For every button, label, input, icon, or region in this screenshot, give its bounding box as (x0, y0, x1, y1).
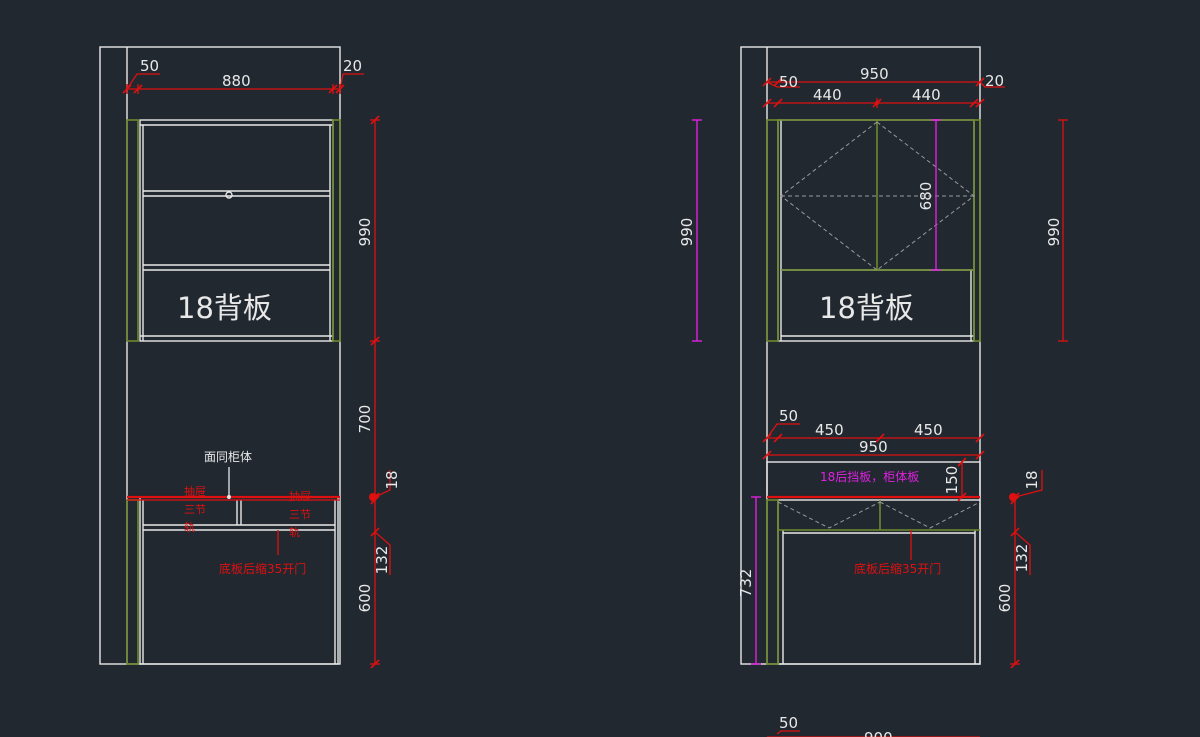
right-magenta-dimensions (692, 119, 941, 665)
left-dim-600: 600 (356, 584, 374, 613)
right-dim-440-right: 440 (912, 86, 941, 104)
left-dim-20: 20 (343, 57, 362, 75)
right-dim-450-left: 450 (815, 421, 844, 439)
left-dimensions (122, 73, 391, 669)
left-drawer-note-line1: 抽屉 (184, 484, 206, 498)
right-dim-node (1009, 493, 1017, 501)
left-note-bottom: 底板后缩35开门 (219, 561, 306, 576)
right-dim-990-right: 990 (1045, 218, 1063, 247)
right-door-swing-lines (777, 121, 981, 529)
right-lower-cabinet (777, 499, 981, 665)
left-lower-cabinet (139, 496, 339, 665)
right-dimensions (762, 77, 1068, 737)
right-dim-20: 20 (985, 72, 1004, 90)
left-note-flush: 面同柜体 (204, 450, 252, 464)
right-dim-680: 680 (917, 182, 935, 211)
right-dim-150: 150 (943, 466, 961, 495)
left-drawer-note-line2: 三节 (184, 503, 206, 516)
right-note-panel: 18后挡板，柜体板 (820, 470, 919, 484)
right-dim-600: 600 (996, 584, 1014, 613)
right-dim-50-top: 50 (779, 73, 798, 91)
left-dim-880: 880 (222, 72, 251, 90)
right-dim-732: 732 (737, 569, 755, 598)
right-dim-950-top: 950 (860, 65, 889, 83)
right-dim-900-bottom: 900 (864, 729, 893, 737)
left-side-panels (126, 119, 341, 665)
left-handle-dot (225, 191, 233, 199)
right-dim-50-mid: 50 (779, 407, 798, 425)
left-dim-700: 700 (356, 405, 374, 434)
left-dim-18: 18 (383, 470, 401, 489)
left-dim-50: 50 (140, 57, 159, 75)
right-back-panel-label: 18背板 (819, 291, 914, 325)
right-dim-132: 132 (1013, 544, 1031, 573)
left-drawer-note2-line1: 抽屉 (289, 489, 311, 503)
right-dim-990-left: 990 (678, 218, 696, 247)
right-note-bottom: 底板后缩35开门 (854, 561, 941, 576)
right-dim-450-right: 450 (914, 421, 943, 439)
left-back-panel-label: 18背板 (177, 291, 272, 325)
left-dim-990: 990 (356, 218, 374, 247)
left-drawer-note2-line3: 轨 (289, 525, 300, 539)
right-dim-50-bottom: 50 (779, 714, 798, 732)
left-dim-node (369, 493, 377, 501)
right-green-lines (766, 119, 981, 665)
left-drawer-note-line3: 轨 (184, 520, 195, 534)
left-dim-132: 132 (373, 546, 391, 575)
left-drawer-note2-line2: 三节 (289, 508, 311, 521)
right-dim-440-left: 440 (813, 86, 842, 104)
right-dim-950-mid: 950 (859, 438, 888, 456)
right-dim-18: 18 (1023, 470, 1041, 489)
